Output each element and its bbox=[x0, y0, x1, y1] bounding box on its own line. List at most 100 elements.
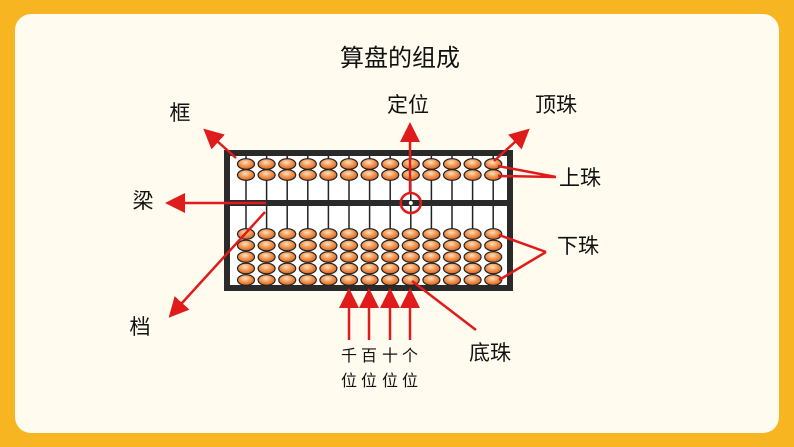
lower-bead bbox=[298, 274, 317, 286]
lower-bead bbox=[319, 239, 338, 252]
lower-bead bbox=[422, 239, 441, 252]
lower-bead bbox=[278, 239, 297, 252]
upper-bead bbox=[422, 169, 441, 181]
label-positioning: 定位 bbox=[387, 93, 429, 117]
lower-bead bbox=[442, 251, 462, 263]
upper-bead bbox=[319, 158, 338, 170]
place-tens: 十 bbox=[382, 346, 398, 365]
lower-bead bbox=[484, 228, 503, 240]
upper-bead bbox=[484, 158, 503, 170]
place-suffix: 位 bbox=[382, 371, 398, 390]
upper-bead bbox=[257, 158, 276, 170]
upper-bead bbox=[298, 169, 317, 181]
lower-bead bbox=[319, 274, 338, 286]
lower-bead bbox=[257, 274, 276, 286]
label-frame: 框 bbox=[170, 101, 191, 125]
upper-bead bbox=[339, 169, 359, 181]
lower-bead bbox=[298, 262, 317, 275]
label-lower-beads: 下珠 bbox=[557, 234, 599, 258]
abacus-beam bbox=[230, 200, 507, 206]
bottom-bead-line bbox=[411, 280, 477, 331]
lower-bead bbox=[381, 239, 400, 252]
lower-bead bbox=[463, 251, 482, 263]
lower-bead bbox=[442, 274, 462, 286]
lower-bead bbox=[236, 251, 256, 263]
lower-bead bbox=[422, 251, 441, 263]
lower-bead bbox=[236, 274, 256, 286]
lower-bead bbox=[463, 228, 482, 240]
label-upper-beads: 上珠 bbox=[559, 166, 601, 190]
label-bottom-bead: 底珠 bbox=[469, 341, 511, 365]
upper-bead bbox=[360, 169, 379, 181]
lower-bead bbox=[339, 274, 359, 286]
lower-bead bbox=[442, 228, 462, 240]
lower-bead bbox=[360, 274, 379, 286]
lower-bead bbox=[319, 251, 338, 263]
lower-bead bbox=[360, 262, 379, 275]
lower-bead bbox=[257, 251, 276, 263]
place-hundreds: 百 bbox=[361, 346, 377, 365]
lower-bead bbox=[236, 262, 256, 275]
place-ones: 个 bbox=[402, 346, 418, 365]
lower-bead bbox=[381, 274, 400, 286]
lower-bead bbox=[401, 251, 420, 263]
upper-bead bbox=[463, 169, 482, 181]
lower-bead bbox=[319, 262, 338, 275]
lower-bead bbox=[442, 239, 462, 252]
lower-bead bbox=[339, 228, 359, 240]
lower-bead bbox=[484, 274, 503, 286]
upper-bead bbox=[381, 169, 400, 181]
lower-bead bbox=[278, 251, 297, 263]
lower-bead bbox=[463, 239, 482, 252]
lower-bead bbox=[401, 239, 420, 252]
upper-bead bbox=[278, 158, 297, 170]
lower-bead bbox=[484, 239, 503, 252]
lower-bead bbox=[236, 239, 256, 252]
lower-bead bbox=[381, 228, 400, 240]
lower-bead-line-2 bbox=[498, 250, 547, 282]
lower-bead bbox=[422, 274, 441, 286]
lower-bead bbox=[401, 228, 420, 240]
diagram-title: 算盘的组成 bbox=[340, 44, 460, 72]
lower-bead bbox=[278, 274, 297, 286]
lower-bead bbox=[463, 274, 482, 286]
lower-bead bbox=[401, 262, 420, 275]
lower-bead bbox=[257, 228, 276, 240]
place-suffix: 位 bbox=[402, 371, 418, 390]
place-suffix: 位 bbox=[361, 371, 377, 390]
upper-bead bbox=[298, 158, 317, 170]
label-rod: 档 bbox=[130, 315, 151, 339]
lower-bead bbox=[257, 262, 276, 275]
lower-bead bbox=[298, 251, 317, 263]
upper-bead bbox=[278, 169, 297, 181]
lower-bead bbox=[257, 239, 276, 252]
lower-bead bbox=[339, 262, 359, 275]
lower-bead bbox=[278, 228, 297, 240]
upper-bead bbox=[257, 169, 276, 181]
upper-bead bbox=[463, 158, 482, 170]
upper-bead-line-2 bbox=[497, 174, 557, 179]
lower-bead bbox=[463, 262, 482, 275]
upper-bead bbox=[422, 158, 441, 170]
place-thousands: 千 bbox=[341, 346, 357, 365]
top-bead-arrow bbox=[493, 128, 530, 162]
lower-bead bbox=[298, 228, 317, 240]
upper-bead bbox=[442, 169, 462, 181]
lower-bead bbox=[422, 262, 441, 275]
upper-bead bbox=[381, 158, 400, 170]
rod-arrow bbox=[168, 211, 266, 318]
lower-bead bbox=[339, 239, 359, 252]
upper-bead-line-1 bbox=[497, 164, 557, 179]
upper-bead bbox=[442, 158, 462, 170]
lower-bead-line-1 bbox=[498, 233, 547, 254]
lower-bead bbox=[484, 251, 503, 263]
annotation-arrows bbox=[165, 122, 557, 340]
upper-bead bbox=[319, 169, 338, 181]
upper-bead bbox=[360, 158, 379, 170]
positioning-dot bbox=[408, 201, 413, 205]
place-suffix: 位 bbox=[341, 371, 357, 390]
upper-bead bbox=[236, 169, 256, 181]
abacus bbox=[224, 150, 513, 291]
lower-bead bbox=[319, 228, 338, 240]
label-beam: 梁 bbox=[133, 189, 154, 213]
